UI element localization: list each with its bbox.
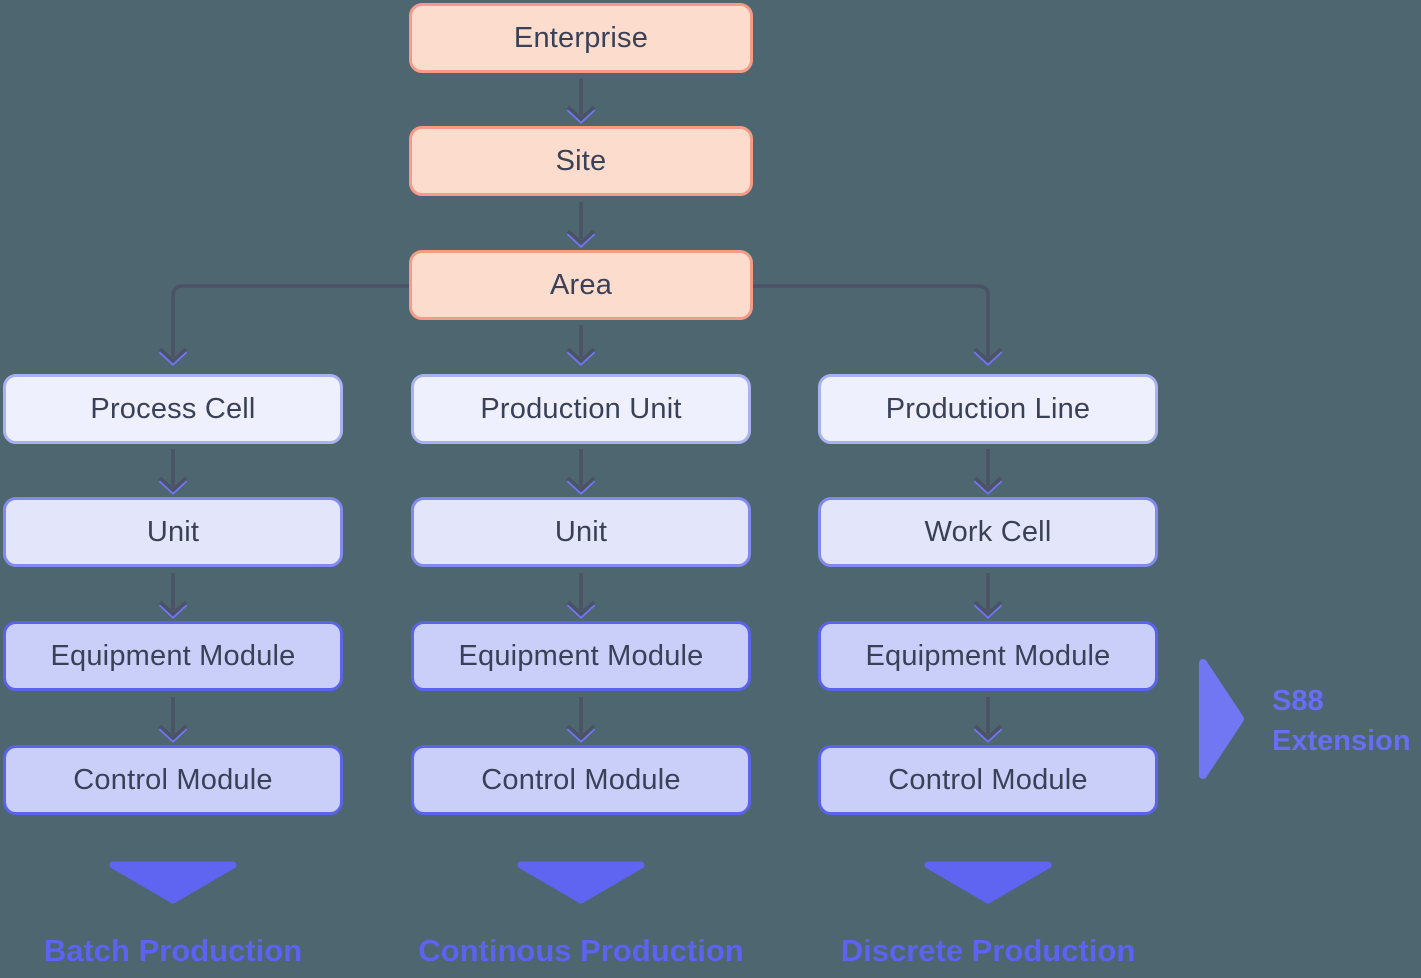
arrow-col3-r3 — [973, 697, 1003, 743]
arrow-col2-r2 — [566, 573, 596, 619]
arrow-col3-r2 — [973, 573, 1003, 619]
arrow-area-production-line — [753, 284, 1003, 366]
batch-production-label: Batch Production — [43, 933, 303, 968]
continuous-output-triangle-icon — [517, 861, 645, 904]
node-enterprise: Enterprise — [409, 3, 753, 73]
node-process-cell: Process Cell — [3, 374, 343, 444]
node-control-module-continuous: Control Module — [411, 745, 751, 815]
s88-extension-arrow-icon — [1199, 659, 1244, 779]
node-equipment-module-batch: Equipment Module — [3, 621, 343, 691]
arrow-col1-r1 — [158, 449, 188, 495]
node-area: Area — [409, 250, 753, 320]
continuous-production-label: Continous Production — [418, 933, 744, 968]
node-production-line: Production Line — [818, 374, 1158, 444]
arrow-col1-r3 — [158, 697, 188, 743]
node-site: Site — [409, 126, 753, 196]
discrete-production-label: Discrete Production — [840, 933, 1136, 968]
node-equipment-module-discrete: Equipment Module — [818, 621, 1158, 691]
discrete-output-triangle-icon — [924, 861, 1052, 904]
node-control-module-batch: Control Module — [3, 745, 343, 815]
node-production-unit: Production Unit — [411, 374, 751, 444]
node-unit-continuous: Unit — [411, 497, 751, 567]
s88-extension-line1: S88 — [1272, 685, 1324, 717]
node-equipment-module-continuous: Equipment Module — [411, 621, 751, 691]
arrow-enterprise-site — [566, 79, 596, 124]
arrow-col1-r2 — [158, 573, 188, 619]
arrow-area-production-unit — [566, 325, 596, 366]
arrow-col2-r1 — [566, 449, 596, 495]
s88-extension-label: S88 Extension — [1272, 681, 1411, 761]
arrow-col3-r1 — [973, 449, 1003, 495]
node-work-cell: Work Cell — [818, 497, 1158, 567]
node-control-module-discrete: Control Module — [818, 745, 1158, 815]
batch-output-triangle-icon — [109, 861, 237, 904]
arrow-area-process-cell — [158, 284, 409, 366]
arrow-site-area — [566, 202, 596, 248]
arrow-col2-r3 — [566, 697, 596, 743]
s88-extension-line2: Extension — [1272, 725, 1411, 757]
node-unit-batch: Unit — [3, 497, 343, 567]
